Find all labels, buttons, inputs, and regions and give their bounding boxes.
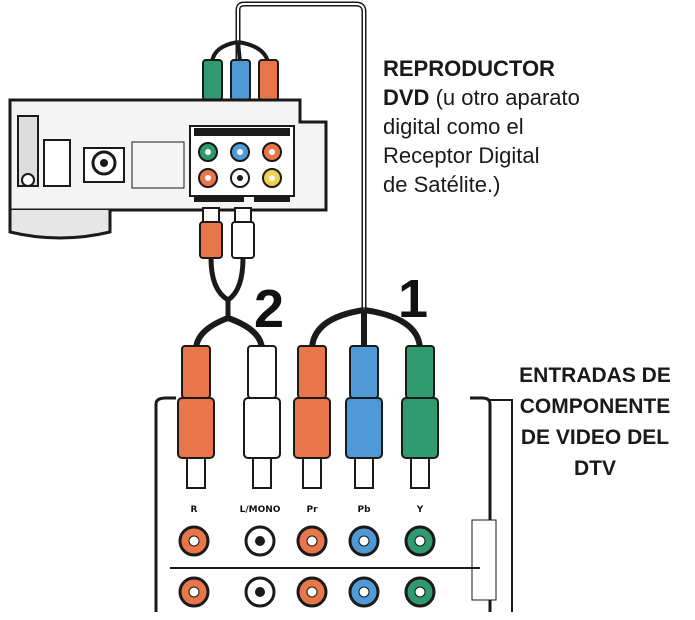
- tv-caption-line3: DE VIDEO DEL: [520, 426, 670, 449]
- callout-number-2: 2: [254, 279, 285, 339]
- dvd-caption-line5: de Satélite.): [383, 172, 501, 197]
- tv-caption-line4: DTV: [574, 457, 616, 480]
- dvd-caption-line4: Receptor Digital: [383, 143, 540, 168]
- dvd-caption-line3: digital como el: [383, 114, 524, 139]
- tv-input-panel: R L/MONO Pr Pb Y: [154, 396, 513, 612]
- jack-label-pr: Pr: [306, 505, 318, 515]
- dvd-caption-rest1: (u otro aparato: [429, 85, 580, 110]
- dvd-audio-plug-red: [199, 207, 223, 259]
- tv-inputs-caption: ENTRADAS DE COMPONENTE DE VIDEO DEL DTV: [500, 360, 690, 484]
- dvd-player: [8, 98, 328, 240]
- jack-label-y: Y: [416, 505, 424, 515]
- callout-number-1: 1: [398, 269, 429, 329]
- tv-caption-line2: COMPONENTE: [519, 395, 671, 418]
- jack-label-l: L/MONO: [240, 505, 281, 515]
- dvd-caption-bold-word: DVD: [383, 85, 430, 110]
- dvd-player-caption: REPRODUCTOR DVD (u otro aparato digital …: [383, 54, 683, 199]
- dvd-audio-plug-white: [231, 207, 255, 259]
- cable-fan-bottom: [193, 307, 423, 351]
- jack-label-pb: Pb: [357, 505, 371, 515]
- jack-label-r: R: [191, 505, 198, 515]
- tv-caption-line1: ENTRADAS DE: [519, 364, 671, 387]
- audio-cable-route: [208, 257, 246, 318]
- dvd-caption-line1: REPRODUCTOR: [383, 56, 555, 81]
- tv-plug-audio-white: [243, 345, 281, 489]
- tv-plug-y-green: [401, 345, 439, 489]
- tv-plug-pr-red: [293, 345, 331, 489]
- tv-plug-audio-red: [177, 345, 215, 489]
- tv-plug-pb-blue: [345, 345, 383, 489]
